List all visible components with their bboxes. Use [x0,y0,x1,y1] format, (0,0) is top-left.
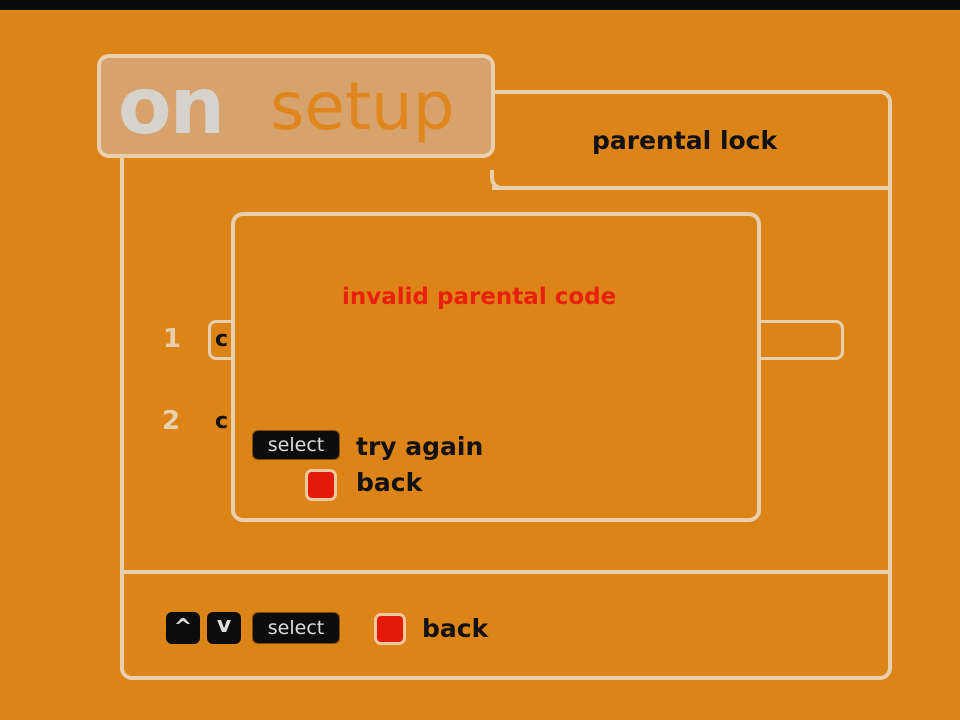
select-key-icon: select [252,430,340,460]
footer-back-button[interactable]: back [422,614,489,643]
row-label-1: c [215,327,229,352]
header-divider [492,186,892,190]
logo-tab [97,54,495,158]
error-message: invalid parental code [342,284,617,310]
page-title: parental lock [592,126,778,155]
row-number-2: 2 [162,406,181,436]
footer-red-button-icon [374,613,406,645]
setup-frame [120,90,892,680]
top-bar [0,0,960,10]
header-corner [490,170,510,190]
row-label-2[interactable]: c [215,409,229,434]
logo-on: on [118,62,225,152]
row-number-1: 1 [163,324,182,354]
up-arrow-icon[interactable]: ^ [166,612,200,644]
footer-divider [122,570,890,574]
logo-setup: setup [270,68,455,145]
down-arrow-icon[interactable]: v [207,612,241,644]
dialog-back-option[interactable]: back [356,468,423,497]
try-again-option[interactable]: try again [356,432,484,461]
footer-select-button[interactable]: select [252,612,340,644]
red-button-icon [305,469,337,501]
